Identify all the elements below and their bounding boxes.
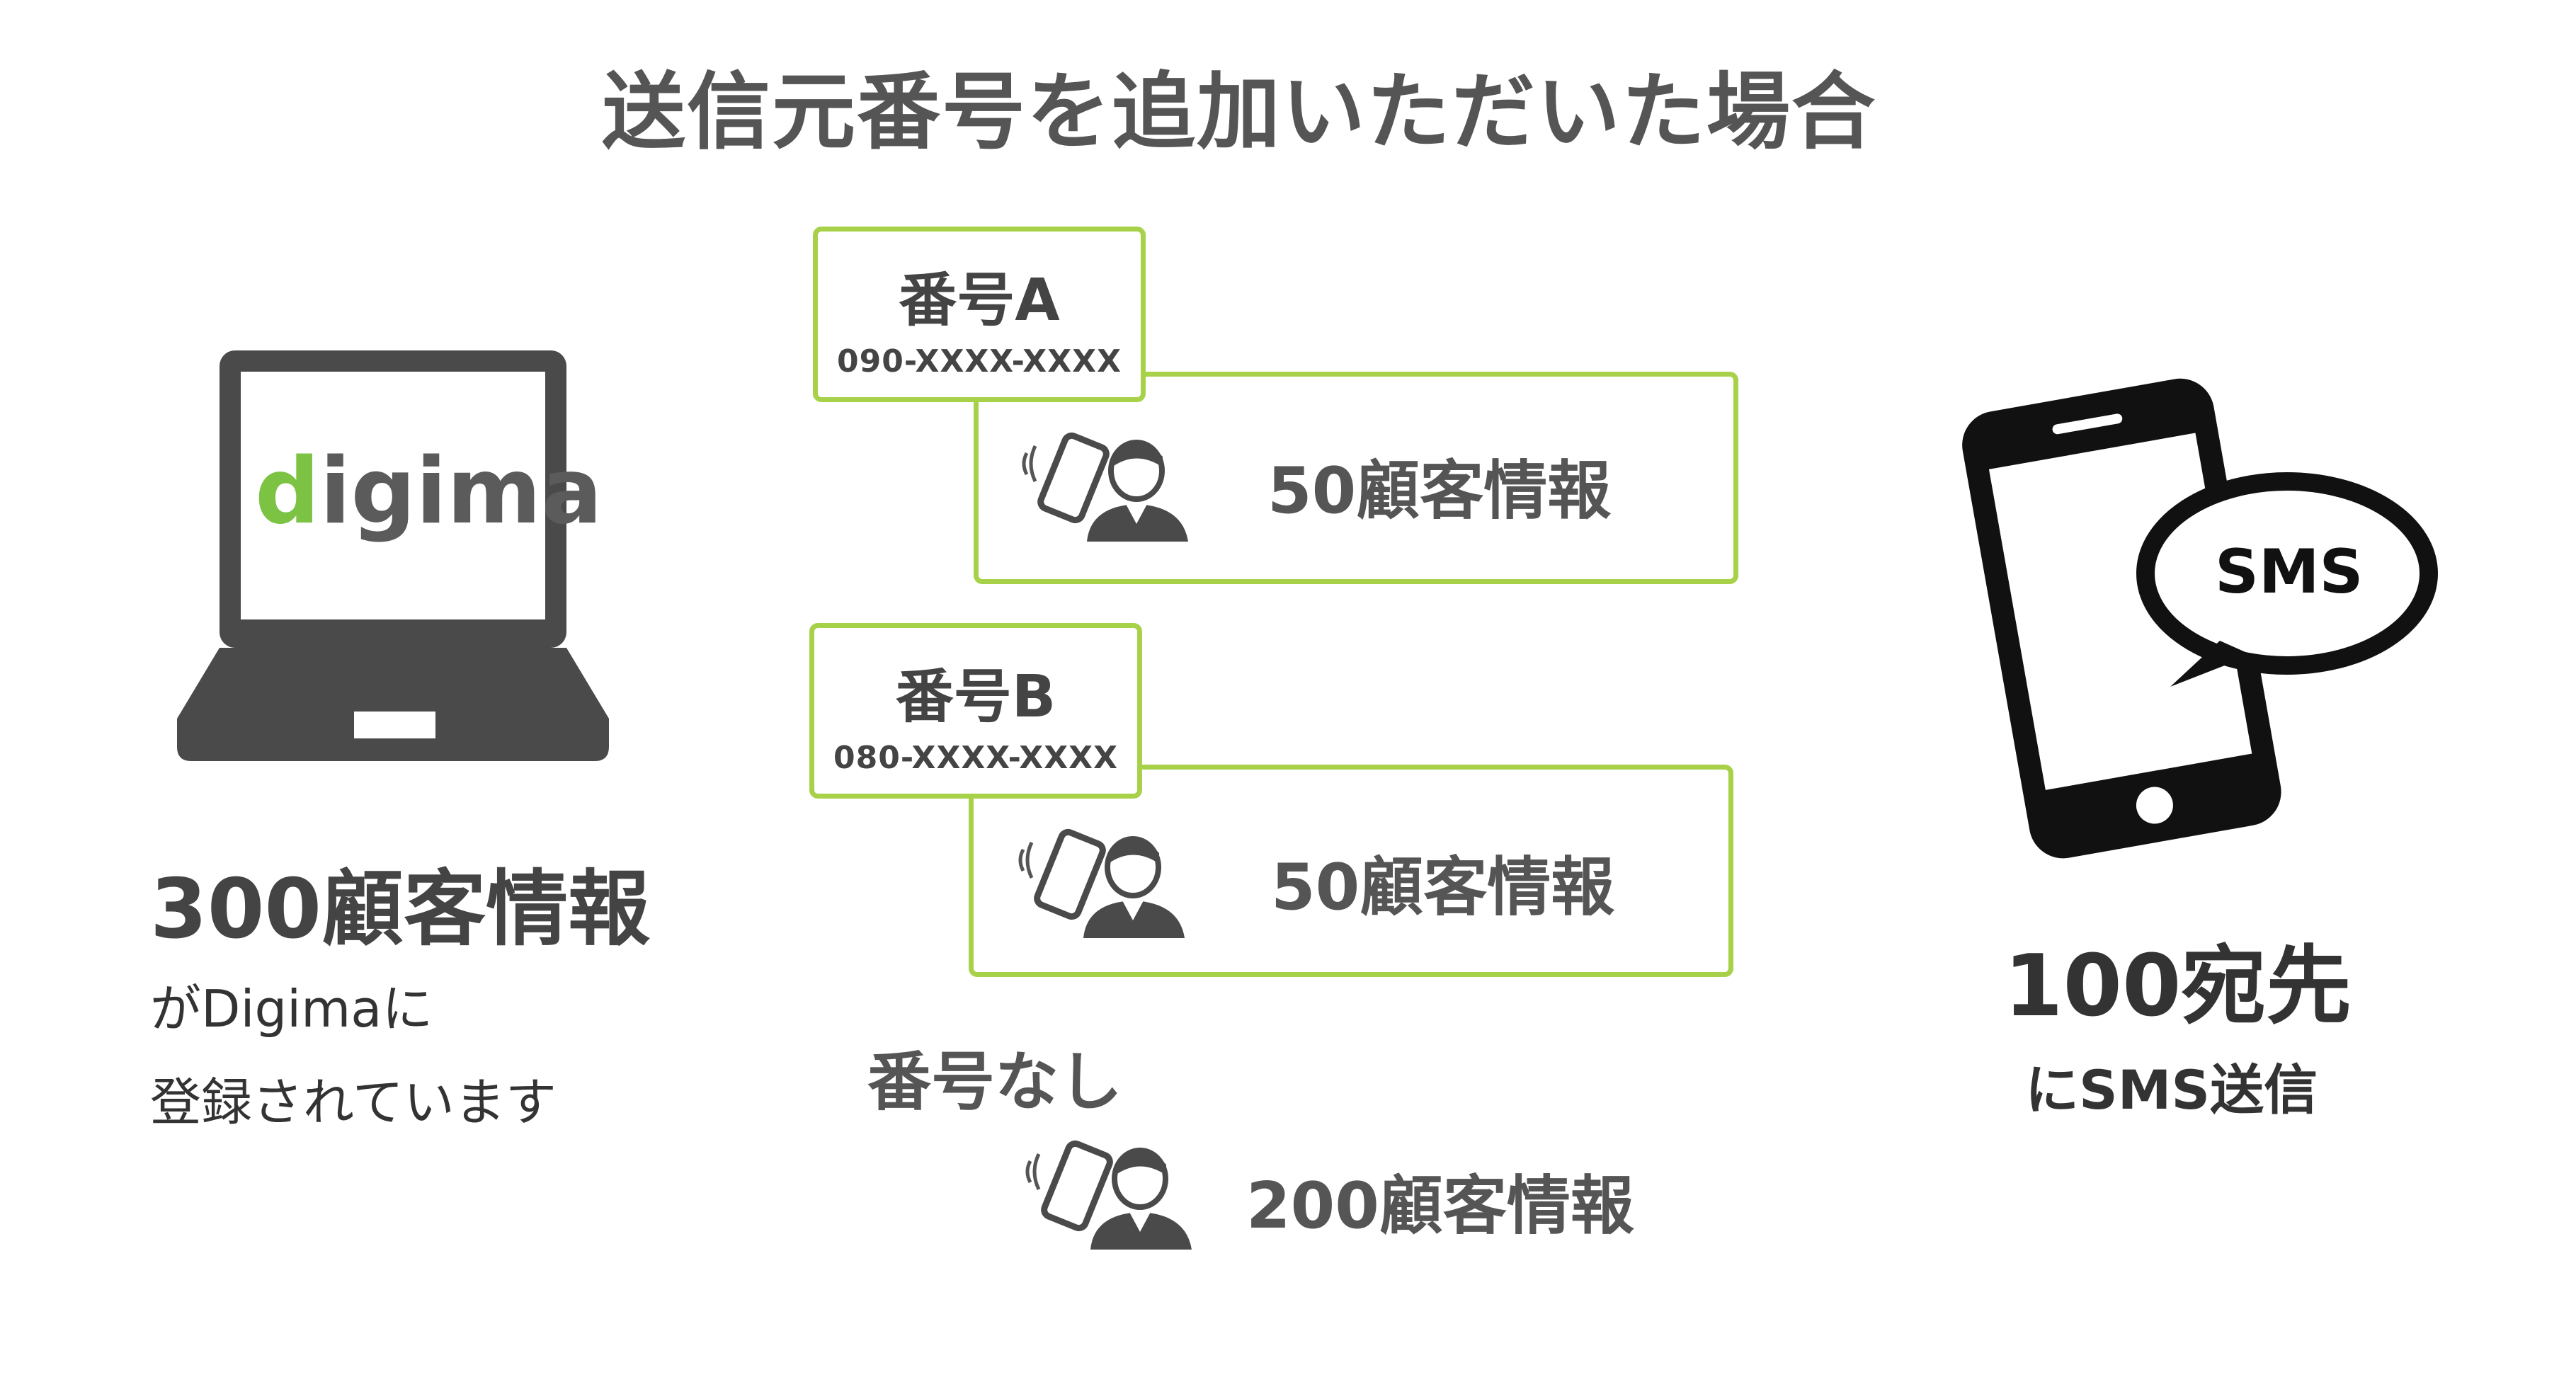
segment-b-contact-icons	[1009, 821, 1193, 942]
segment-b-label: 番号B	[895, 663, 1056, 731]
segment-a-number: 090-XXXX-XXXX	[837, 343, 1122, 379]
no-number-info: 200顧客情報	[1246, 1169, 1634, 1243]
recipient-count: 100宛先	[2004, 937, 2352, 1036]
left-caption-line2: 登録されています	[150, 1073, 557, 1132]
laptop-icon	[173, 350, 612, 761]
person-icon	[1087, 440, 1188, 542]
page-title: 送信元番号を追加いただいた場合	[602, 63, 1877, 161]
segment-a-label: 番号A	[899, 267, 1060, 334]
total-customer-count: 300顧客情報	[150, 862, 651, 957]
segment-b-info: 50顧客情報	[1271, 850, 1615, 925]
smartphone-icon	[1018, 828, 1106, 920]
recipient-caption: にSMS送信	[2025, 1058, 2318, 1121]
segment-a-info: 50顧客情報	[1267, 454, 1612, 528]
person-icon	[1083, 836, 1185, 938]
speech-bubble-icon	[2136, 472, 2438, 687]
segment-b-label-box: 番号B 080-XXXX-XXXX	[809, 623, 1142, 799]
smartphone-icon	[1025, 1140, 1113, 1232]
no-number-contact-icons	[1016, 1133, 1200, 1253]
segment-a-info-box	[974, 372, 1738, 584]
segment-a-label-box: 番号A 090-XXXX-XXXX	[813, 227, 1146, 402]
smartphone-icon	[1022, 432, 1110, 524]
person-icon	[1090, 1148, 1192, 1250]
segment-a-contact-icons	[1013, 425, 1197, 545]
no-number-label: 番号なし	[867, 1045, 1122, 1119]
segment-b-number: 080-XXXX-XXXX	[833, 740, 1118, 776]
sms-bubble-label: SMS	[2215, 537, 2364, 607]
digima-logo: digima	[255, 439, 603, 544]
left-caption-line1: がDigimaに	[150, 979, 433, 1039]
smartphone-icon	[1940, 365, 2450, 874]
